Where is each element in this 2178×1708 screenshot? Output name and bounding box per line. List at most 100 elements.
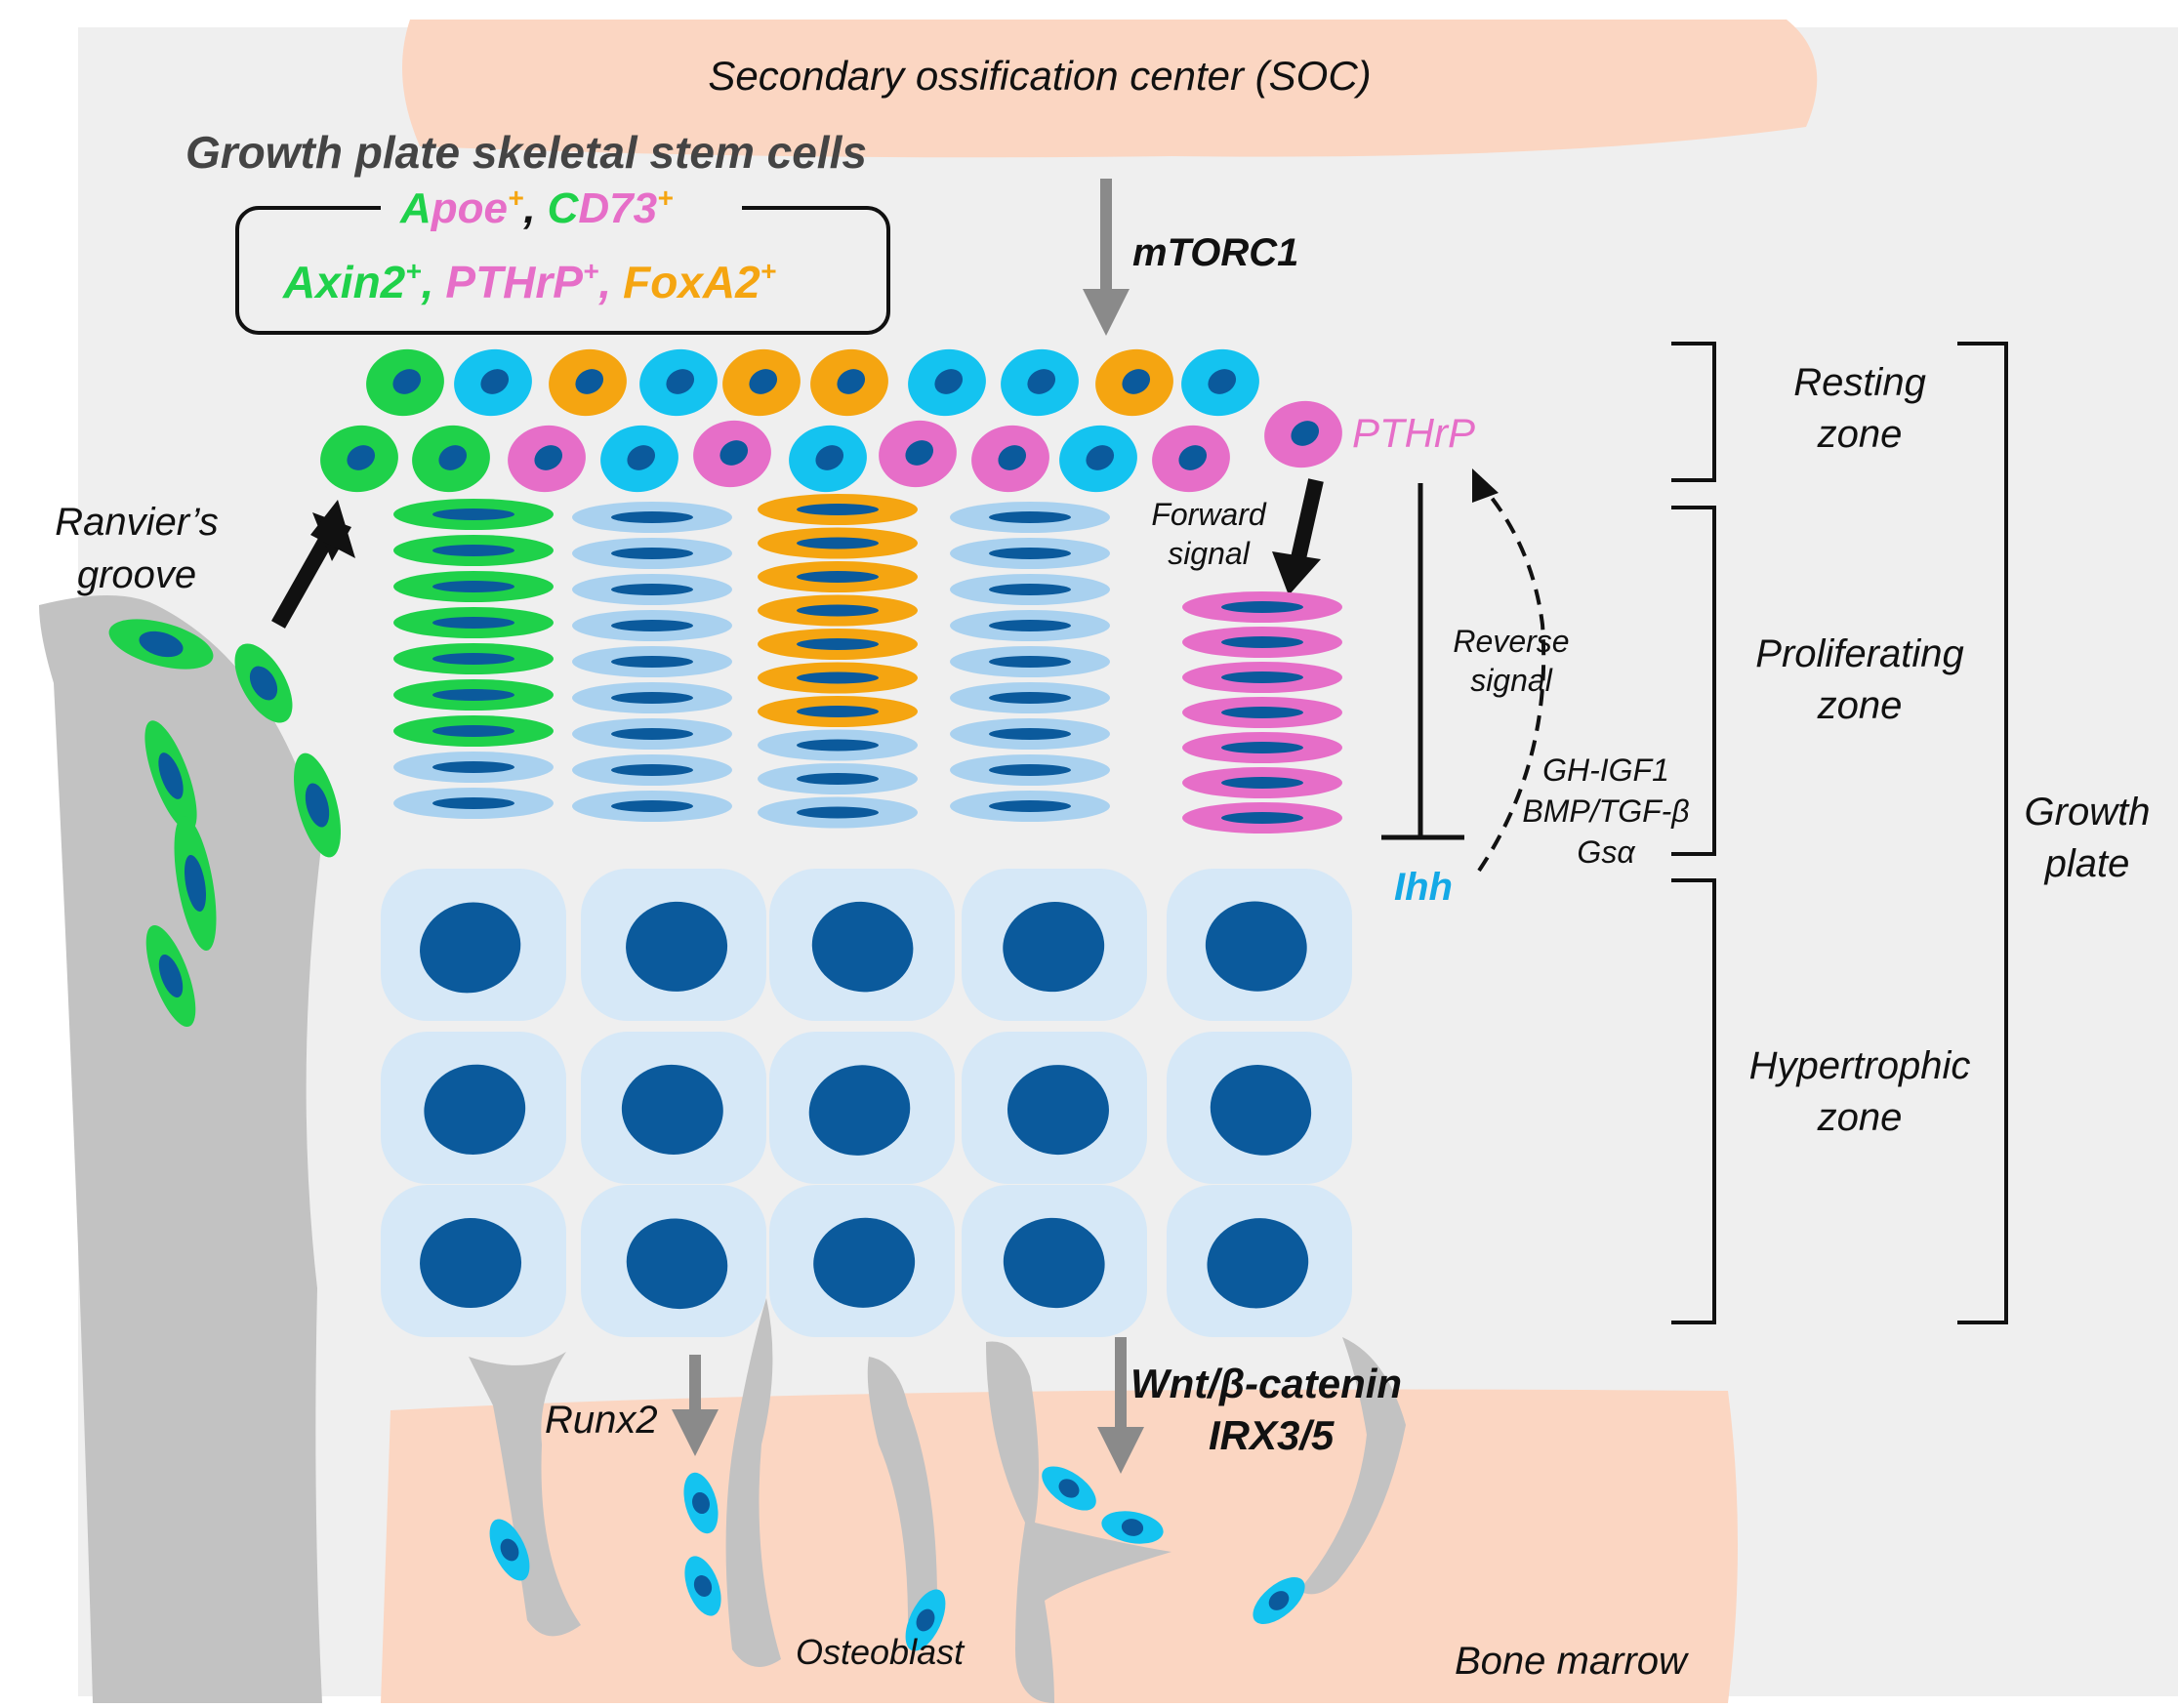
inhibition-bar (1381, 483, 1464, 840)
resting-cell (600, 425, 678, 493)
proliferating-cell-nucleus (989, 692, 1071, 704)
stem-cells-title: Growth plate skeletal stem cells (185, 127, 867, 178)
proliferating-cell (572, 682, 732, 713)
proliferating-cell-nucleus (611, 764, 693, 776)
bone-marrow-label: Bone marrow (1455, 1640, 1690, 1683)
marker-line-2: Axin2+,PTHrP+,FoxA2+ (282, 256, 776, 307)
proliferating-cell-nucleus (611, 620, 693, 631)
forward-signal-line-1: Forward (1151, 497, 1267, 532)
apoe-sup: + (508, 183, 523, 213)
resting-cell (454, 348, 532, 417)
resting-cell (549, 348, 627, 417)
hypertrophic-cell-nucleus (813, 1217, 916, 1308)
resting-cell-nucleus (666, 369, 695, 394)
zone-brackets (1671, 342, 2008, 1324)
hypertrophic-cell (962, 869, 1147, 1021)
resting-bracket (1671, 342, 1716, 482)
proliferating-cell (572, 610, 732, 641)
marker-box-gap (381, 195, 742, 224)
hypertrophic-cell-nucleus (808, 1065, 911, 1156)
proliferating-cell (950, 574, 1110, 605)
proliferating-cell (393, 607, 554, 638)
resting-cell-nucleus (1208, 369, 1237, 394)
proliferating-cell (1182, 627, 1342, 658)
proliferating-cell-nucleus (1221, 601, 1303, 613)
proliferating-cell-nucleus (797, 571, 879, 583)
resting-cell (789, 425, 867, 493)
resting-cell-nucleus (815, 445, 844, 470)
proliferating-cell-nucleus (989, 584, 1071, 595)
proliferating-cell-nucleus (611, 511, 693, 523)
osteoblast-cell-nucleus (1121, 1519, 1144, 1536)
proliferating-cell (758, 662, 918, 694)
proliferating-cell (393, 643, 554, 674)
proliferating-cell (950, 791, 1110, 822)
ranvier-cell-nucleus (158, 752, 184, 799)
mtorc1-label: mTORC1 (1132, 231, 1298, 274)
ranvier-cell (144, 720, 197, 832)
proliferating-cell-nucleus (989, 728, 1071, 740)
resting-cell-nucleus (749, 369, 778, 394)
perichondrium-cortex (39, 595, 322, 1703)
hypertrophic-cell-nucleus (1205, 901, 1307, 992)
ranvier-cell (108, 619, 214, 670)
proliferating-cell (1182, 591, 1342, 623)
proliferating-cell-nucleus (989, 548, 1071, 559)
ihh-label: Ihh (1394, 866, 1453, 909)
proliferating-cell (758, 696, 918, 727)
osteoblast-cell-nucleus (692, 1491, 710, 1515)
hypertrophic-cell (769, 869, 955, 1021)
proliferating-cell (572, 646, 732, 677)
growth-plate-line-1: Growth (2025, 791, 2151, 834)
hypertrophic-cell (581, 1185, 766, 1337)
proliferating-cell (758, 729, 918, 761)
osteoblast-cell (1042, 1466, 1096, 1511)
ranvier-cell (294, 752, 341, 858)
foxa2-text: FoxA2 (623, 257, 760, 307)
proliferating-cell-nucleus (432, 797, 514, 809)
ranvier-cell-nucleus (184, 854, 207, 913)
resting-cell-nucleus (534, 445, 563, 470)
resting-cell-nucleus (905, 440, 934, 466)
proliferating-cell-nucleus (1221, 742, 1303, 753)
proliferating-cell-nucleus (432, 581, 514, 592)
hypertrophic-cell-nucleus (626, 901, 728, 992)
proliferating-cell (572, 574, 732, 605)
proliferating-cell-nucleus (611, 728, 693, 740)
reverse-signal-line-2: signal (1470, 663, 1553, 698)
pthrp-label: PTHrP (1352, 410, 1475, 456)
resting-cell (320, 425, 398, 493)
soc-region (402, 20, 1818, 158)
axin2-comma: , (421, 257, 434, 307)
hypertrophic-cell-nucleus (626, 1218, 728, 1310)
proliferating-cell-nucleus (611, 656, 693, 668)
proliferating-cell (950, 718, 1110, 750)
proliferating-cell-nucleus (432, 545, 514, 556)
hypertrophic-cell-nucleus (1207, 1218, 1309, 1309)
proliferating-cell-nucleus (611, 800, 693, 812)
proliferating-cell-nucleus (797, 537, 879, 549)
pthrp-comma: , (597, 257, 611, 307)
ranvier-cell (145, 924, 196, 1028)
growth-plate-line-2: plate (2044, 842, 2130, 885)
resting-cell (366, 348, 444, 417)
reverse-signal-arrow (1472, 468, 1546, 873)
proliferating-cell-nucleus (989, 656, 1071, 668)
cd73-sup: + (657, 183, 673, 213)
marker-comma: , (522, 184, 535, 232)
proliferating-cell (758, 796, 918, 829)
proliferating-cell (393, 715, 554, 747)
proliferating-cell-nucleus (797, 671, 879, 684)
hypertrophic-cell-nucleus (1003, 1217, 1105, 1309)
proliferating-bracket (1671, 506, 1716, 856)
resting-cell-nucleus (934, 369, 964, 394)
proliferating-cell-nucleus (611, 548, 693, 559)
proliferating-cell-nucleus (432, 653, 514, 665)
wnt-label-line-1: Wnt/β-catenin (1130, 1361, 1402, 1406)
hypertrophic-cell (581, 869, 766, 1021)
resting-cell (1001, 348, 1079, 417)
resting-cell-nucleus (438, 445, 468, 470)
osteoblast-cell-nucleus (916, 1608, 935, 1632)
resting-cell-nucleus (347, 445, 376, 470)
